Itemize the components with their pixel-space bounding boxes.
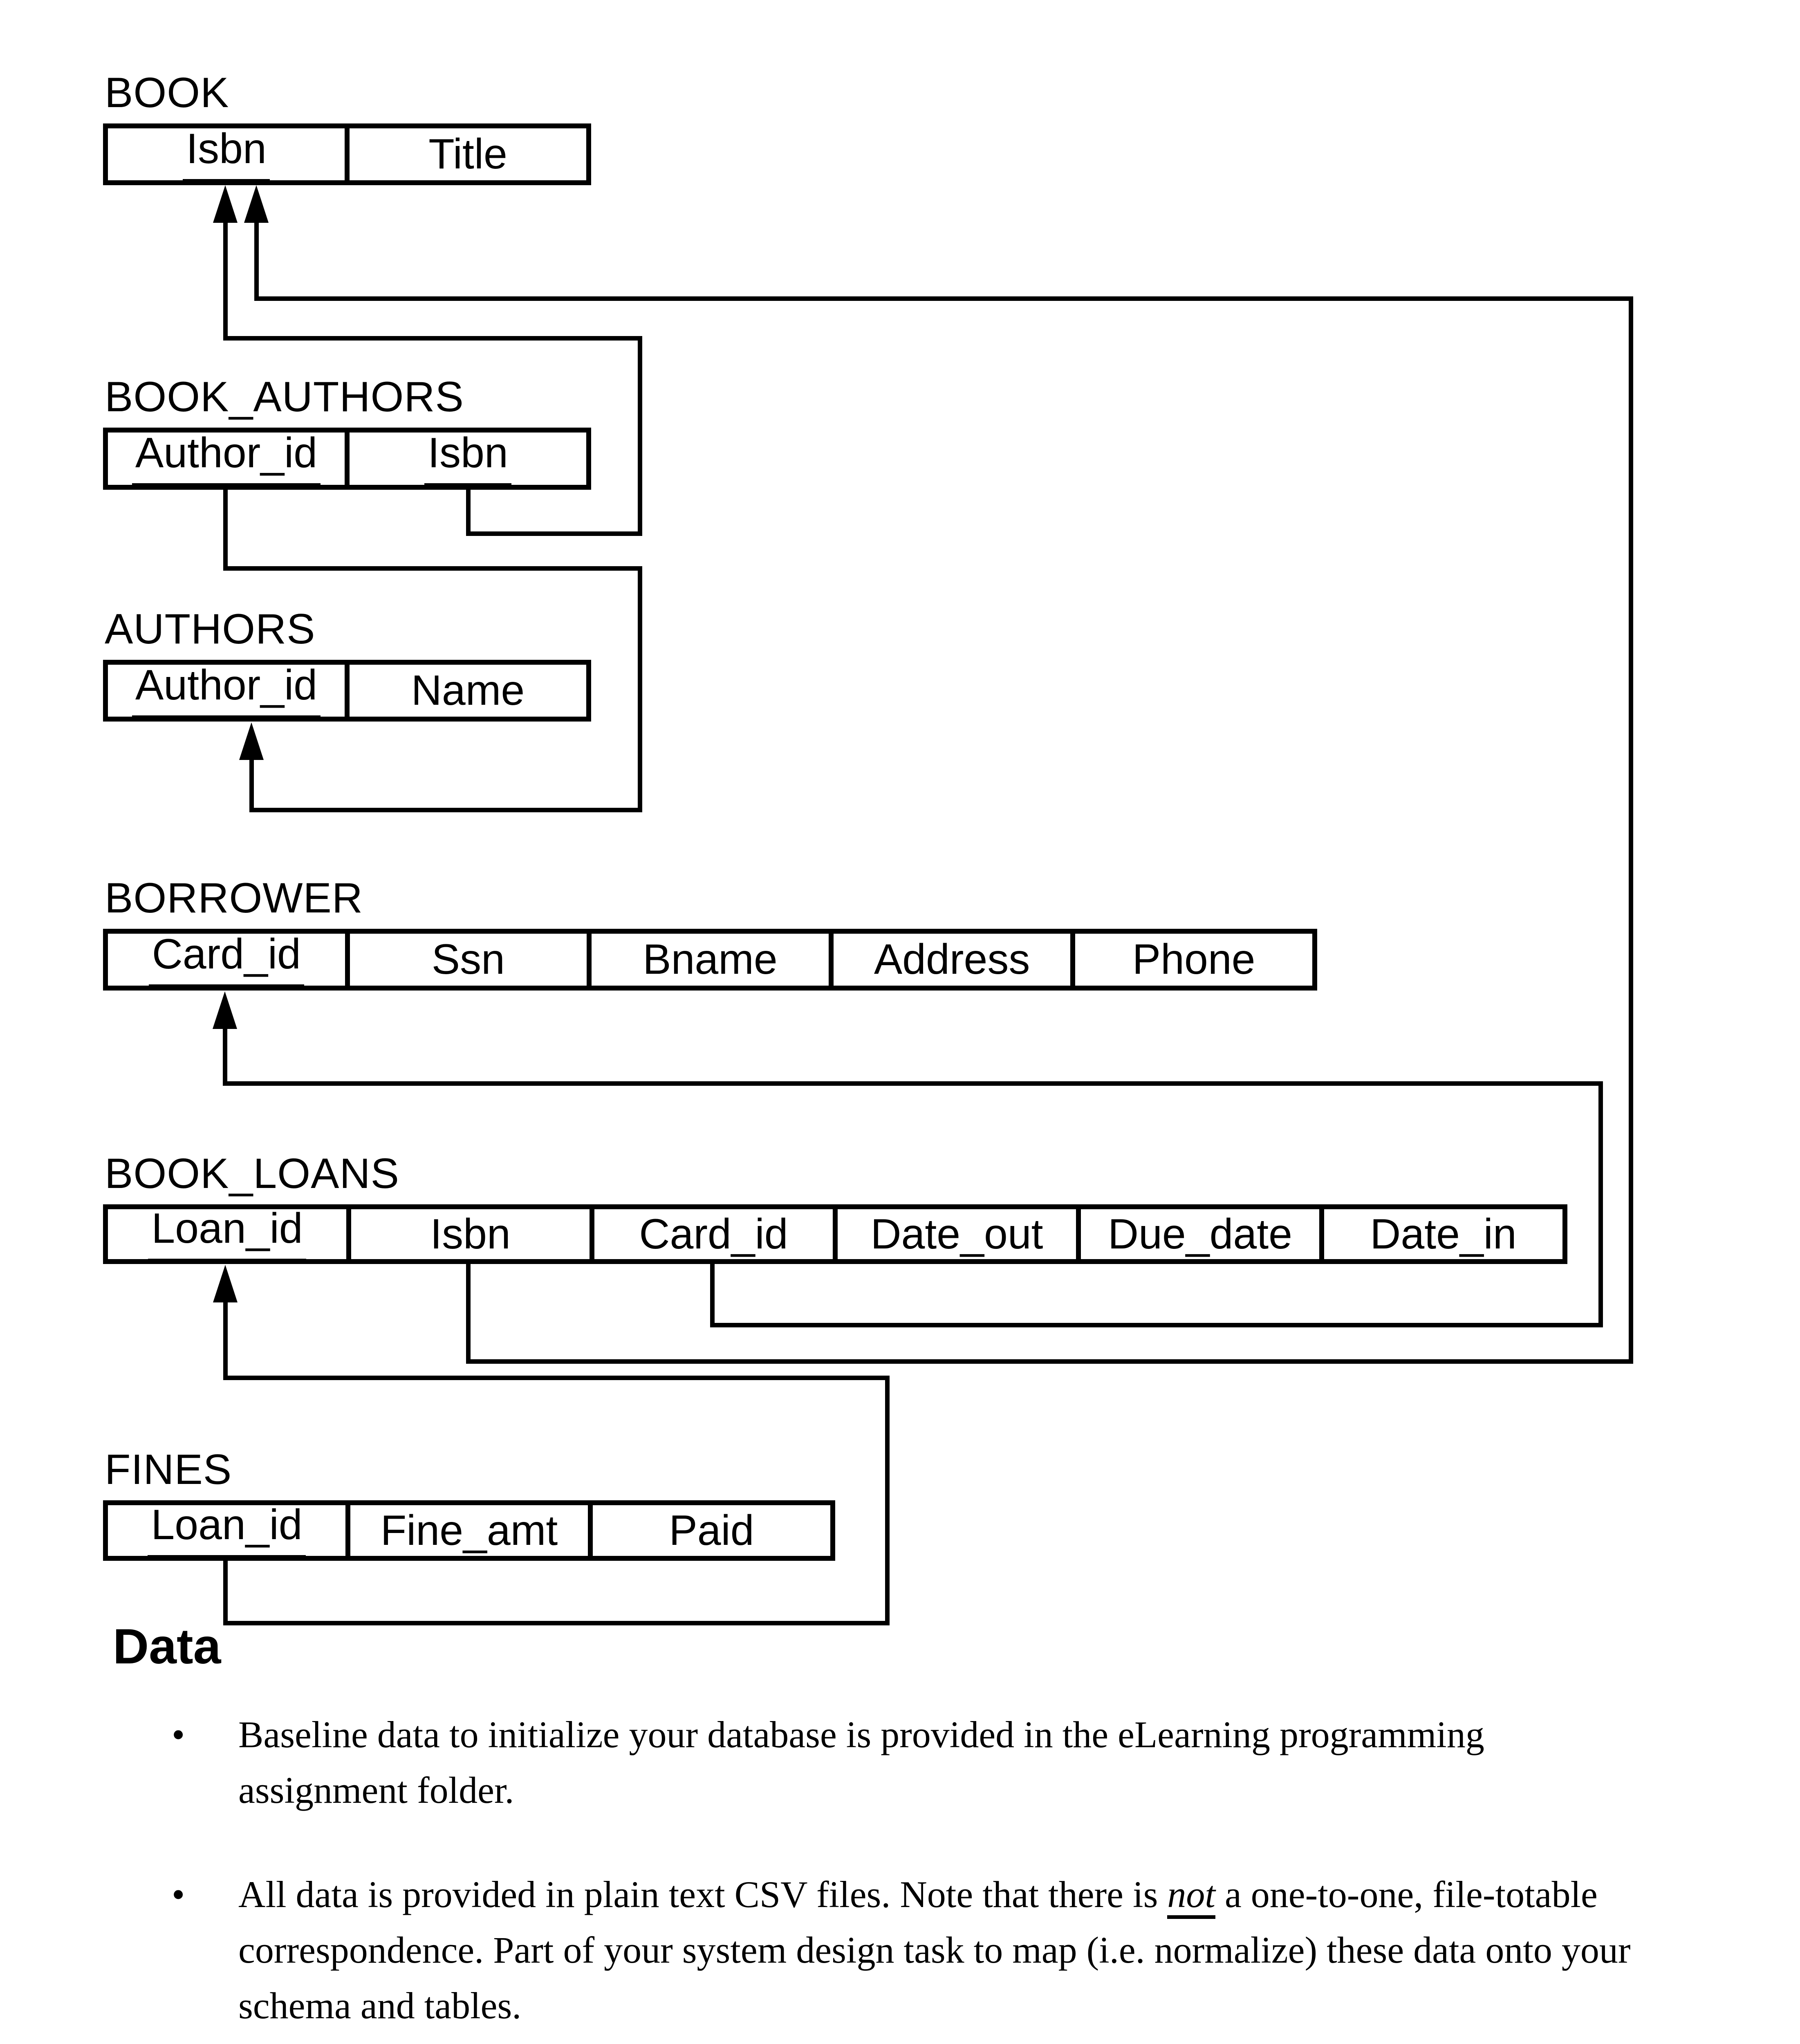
fk-book-authors-isbn-line: [638, 336, 642, 536]
table-book: Isbn Title: [103, 123, 591, 185]
column-book-isbn: Isbn: [108, 125, 345, 184]
fk-fines-loan-id-line: [223, 1621, 890, 1625]
table-book-authors: Author_id Isbn: [103, 428, 591, 490]
bullet-1-text: Baseline data to initialize your databas…: [238, 1714, 1484, 1811]
bullet-2-text: All data is provided in plain text CSV f…: [238, 1874, 1168, 1915]
table-name-book-loans: BOOK_LOANS: [105, 1150, 399, 1197]
fk-book-loans-card-id-line: [710, 1323, 1603, 1327]
arrow-up-icon: [239, 722, 264, 760]
column-fines-paid: Paid: [588, 1505, 830, 1556]
bullet-item-1: Baseline data to initialize your databas…: [238, 1707, 1657, 1818]
column-borrower-ssn: Ssn: [345, 934, 587, 986]
fk-book-authors-author-id-line: [223, 490, 228, 571]
fk-book-loans-isbn-line: [466, 1359, 1633, 1364]
table-name-book: BOOK: [105, 69, 229, 117]
table-book-loans: Loan_id Isbn Card_id Date_out Due_date D…: [103, 1204, 1567, 1264]
arrow-up-icon: [213, 1265, 238, 1302]
fk-book-loans-isbn-line: [254, 219, 259, 301]
column-book-loans-date-out: Date_out: [833, 1209, 1076, 1259]
column-authors-author-id: Author_id: [108, 661, 345, 721]
table-name-authors: AUTHORS: [105, 605, 316, 653]
column-borrower-card-id: Card_id: [108, 930, 345, 990]
fk-fines-loan-id-line: [223, 1298, 228, 1380]
column-borrower-address: Address: [828, 934, 1071, 986]
fk-book-loans-isbn-line: [254, 296, 1633, 301]
arrow-up-icon: [213, 185, 238, 223]
fk-book-authors-isbn-line: [223, 336, 642, 341]
fk-book-loans-card-id-line: [710, 1264, 715, 1327]
column-book-title: Title: [345, 128, 586, 180]
column-book-authors-author-id: Author_id: [108, 429, 345, 489]
bullet-2-emphasis: not: [1167, 1874, 1215, 1919]
bullet-2-text: a one-to-one, file-totable correspondenc…: [238, 1874, 1631, 2026]
bullet-icon: •: [172, 1874, 185, 1915]
fk-book-authors-author-id-line: [249, 754, 254, 812]
fk-book-loans-isbn-line: [1629, 296, 1633, 1364]
column-book-authors-isbn: Isbn: [345, 429, 586, 489]
column-fines-loan-id: Loan_id: [108, 1501, 345, 1560]
table-name-borrower: BORROWER: [105, 874, 363, 922]
fk-book-authors-author-id-line: [223, 566, 642, 571]
fk-book-loans-card-id-line: [1598, 1081, 1603, 1327]
fk-book-loans-isbn-line: [466, 1264, 471, 1364]
column-borrower-bname: Bname: [587, 934, 829, 986]
column-authors-name: Name: [345, 665, 586, 717]
bullet-icon: •: [172, 1714, 185, 1755]
fk-book-authors-isbn-line: [466, 531, 642, 536]
fk-book-authors-isbn-line: [466, 490, 471, 536]
arrow-up-icon: [244, 185, 269, 223]
column-fines-fine-amt: Fine_amt: [345, 1505, 588, 1556]
table-authors: Author_id Name: [103, 660, 591, 722]
fk-book-loans-card-id-line: [223, 1024, 227, 1086]
table-name-fines: FINES: [105, 1446, 232, 1493]
column-book-loans-isbn: Isbn: [346, 1209, 590, 1259]
arrow-up-icon: [213, 991, 237, 1029]
column-book-loans-due-date: Due_date: [1076, 1209, 1319, 1259]
table-borrower: Card_id Ssn Bname Address Phone: [103, 929, 1317, 991]
table-fines: Loan_id Fine_amt Paid: [103, 1500, 835, 1561]
fk-book-loans-card-id-line: [223, 1081, 1603, 1086]
fk-book-authors-author-id-line: [638, 566, 642, 812]
fk-fines-loan-id-line: [885, 1376, 890, 1625]
fk-book-authors-author-id-line: [249, 808, 642, 812]
table-name-book-authors: BOOK_AUTHORS: [105, 373, 464, 421]
section-heading: Data: [113, 1618, 221, 1674]
column-book-loans-card-id: Card_id: [590, 1209, 833, 1259]
column-book-loans-date-in: Date_in: [1319, 1209, 1562, 1259]
fk-book-authors-isbn-line: [223, 219, 228, 341]
column-book-loans-loan-id: Loan_id: [108, 1205, 346, 1264]
bullet-item-2: All data is provided in plain text CSV f…: [238, 1867, 1657, 2033]
fk-fines-loan-id-line: [223, 1561, 228, 1625]
column-borrower-phone: Phone: [1070, 934, 1312, 986]
fk-fines-loan-id-line: [223, 1376, 890, 1380]
